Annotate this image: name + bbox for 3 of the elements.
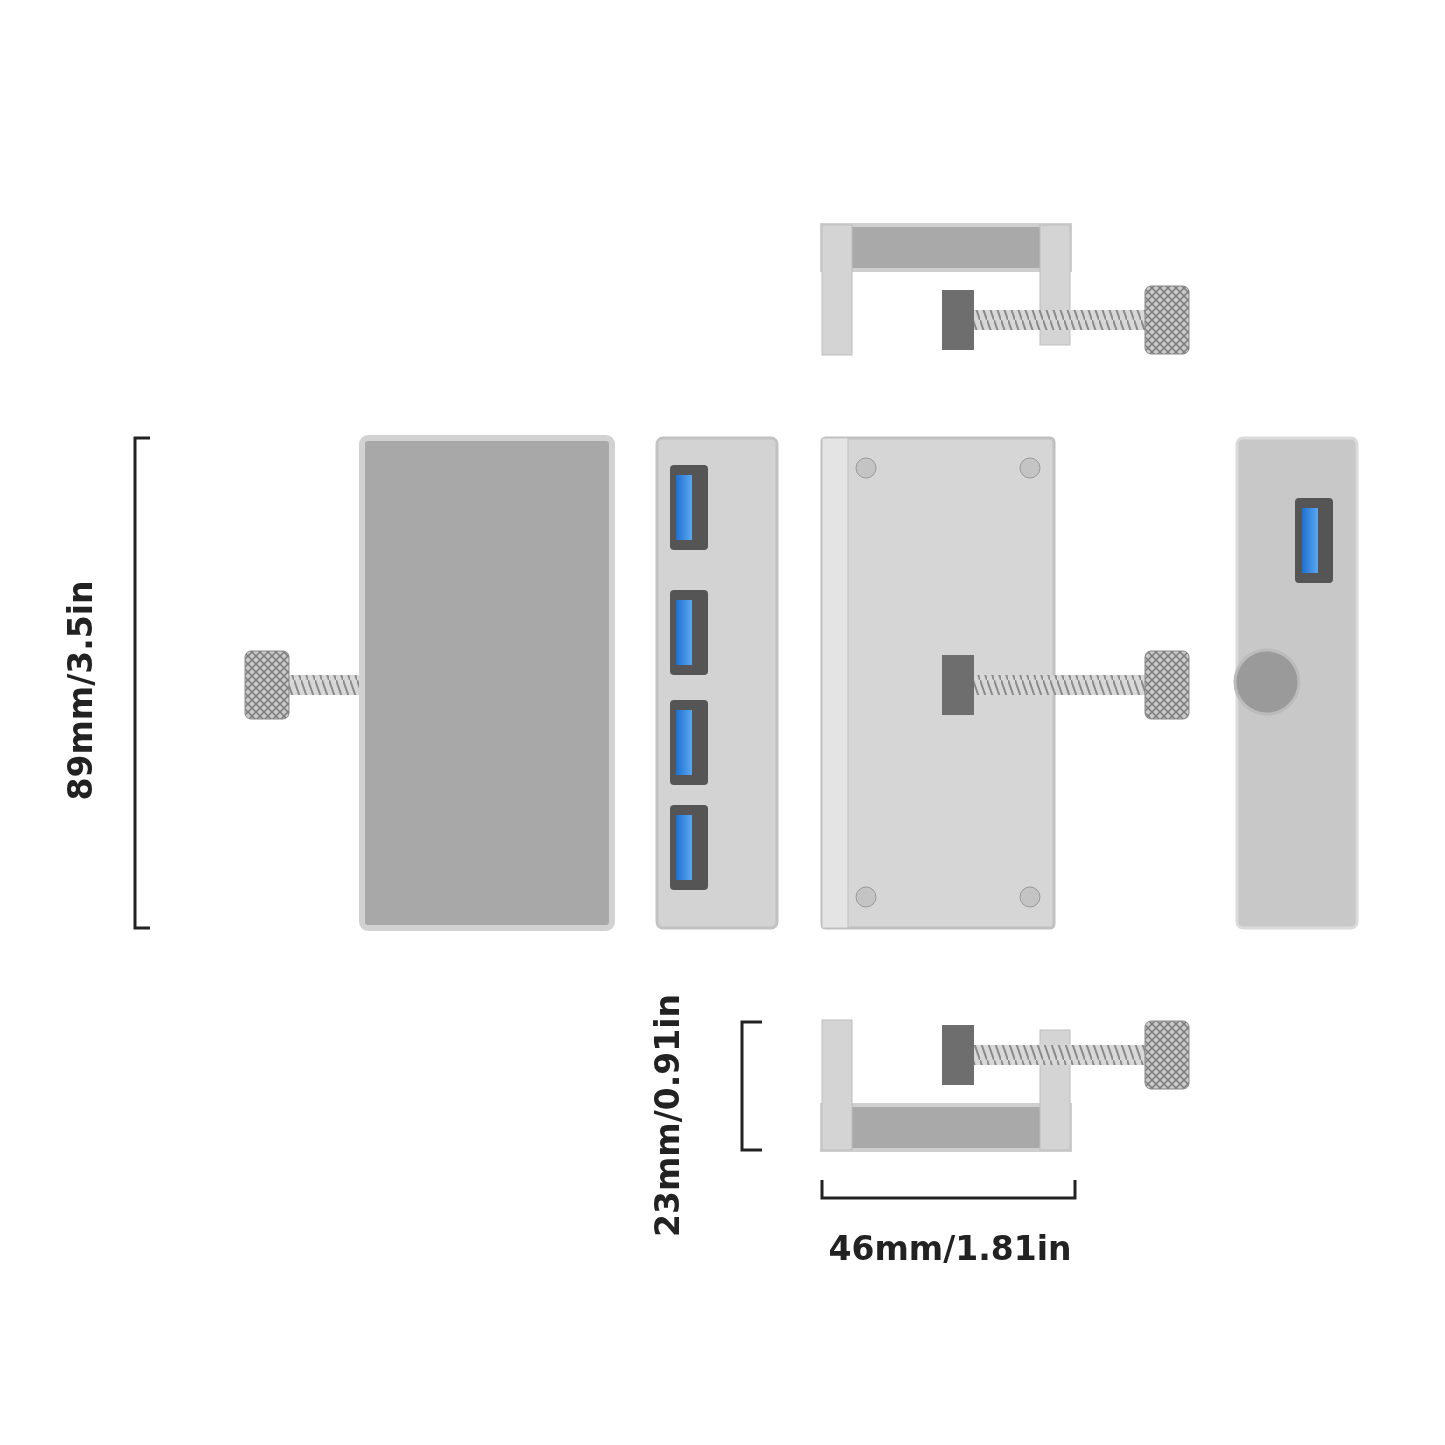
dimension-label: 46mm/1.81in	[828, 1228, 1072, 1268]
dimension-label: 89mm/3.5in	[60, 580, 100, 800]
dimension-label: 23mm/0.91in	[647, 993, 687, 1237]
